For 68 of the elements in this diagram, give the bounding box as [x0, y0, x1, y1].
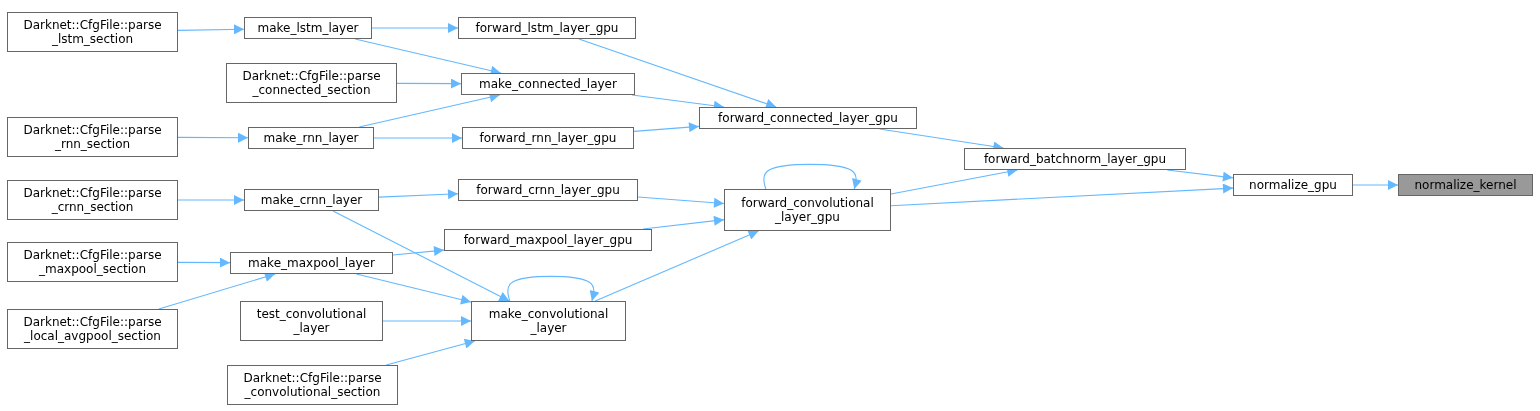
arrow	[396, 78, 462, 89]
function-box	[1233, 174, 1353, 196]
self-loop-arrow	[763, 163, 862, 190]
arrow	[355, 273, 472, 305]
function-box	[471, 301, 626, 341]
function-name: make_convolutional _layer	[487, 307, 610, 335]
arrow	[332, 210, 510, 302]
arrow	[392, 246, 445, 257]
arrow	[177, 132, 249, 143]
function-box	[7, 117, 178, 157]
arrow	[594, 230, 760, 302]
arrow	[890, 183, 1234, 207]
function-name: make_lstm_layer	[256, 21, 360, 35]
self-loop-arrow	[507, 275, 600, 302]
function-name: Darknet::CfgFile::parse _local_avgpool_section	[22, 315, 163, 343]
arrow	[177, 24, 245, 35]
arrow	[378, 189, 459, 200]
arrow	[382, 316, 472, 326]
function-name: forward_lstm_layer_gpu	[474, 21, 620, 35]
function-name: Darknet::CfgFile::parse _convolutional_section	[242, 371, 383, 399]
arrow	[373, 133, 463, 143]
arrow	[385, 338, 476, 366]
function-box	[248, 127, 374, 149]
function-name: forward_connected_layer_gpu	[717, 111, 899, 125]
function-name: normalize_gpu	[1248, 178, 1338, 192]
arrow	[177, 195, 245, 205]
function-box	[240, 301, 383, 341]
function-box	[458, 179, 638, 201]
function-name: Darknet::CfgFile::parse _connected_section	[241, 69, 382, 97]
function-box	[244, 189, 379, 211]
function-name: make_rnn_layer	[262, 131, 360, 145]
function-name: Darknet::CfgFile::parse _maxpool_section	[22, 248, 163, 276]
function-box	[444, 229, 652, 251]
function-box	[7, 309, 178, 349]
function-name: forward_batchnorm_layer_gpu	[982, 152, 1168, 166]
function-name: forward_convolutional _layer_gpu	[740, 196, 875, 224]
function-box	[7, 180, 178, 220]
arrow	[371, 23, 459, 33]
function-name: Darknet::CfgFile::parse _rnn_section	[22, 123, 163, 151]
function-name: forward_maxpool_layer_gpu	[462, 233, 634, 247]
arrow	[1352, 180, 1399, 190]
function-box	[964, 148, 1186, 170]
function-box	[227, 365, 398, 405]
function-name: forward_crnn_layer_gpu	[475, 183, 621, 197]
arrow	[633, 122, 700, 133]
arrow	[637, 196, 725, 208]
function-box	[230, 252, 393, 274]
function-name: forward_rnn_layer_gpu	[478, 131, 618, 145]
function-name: make_connected_layer	[478, 77, 618, 91]
function-box	[724, 189, 891, 231]
function-box	[699, 107, 917, 129]
function-name: test_convolutional _layer	[255, 307, 368, 335]
function-box	[1398, 174, 1533, 196]
function-name: make_crnn_layer	[259, 193, 364, 207]
function-box	[7, 242, 178, 282]
function-box	[462, 127, 634, 149]
function-box	[226, 63, 397, 103]
function-box	[458, 17, 636, 39]
arrow	[578, 38, 777, 109]
arrow	[177, 257, 231, 268]
function-name: Darknet::CfgFile::parse _crnn_section	[22, 186, 163, 214]
function-name: Darknet::CfgFile::parse _lstm_section	[22, 18, 163, 46]
function-name: make_maxpool_layer	[247, 256, 376, 270]
function-box	[7, 12, 178, 52]
arrow	[158, 272, 276, 310]
function-name: normalize_kernel	[1413, 178, 1518, 192]
function-box	[244, 17, 372, 39]
function-box	[461, 73, 635, 95]
